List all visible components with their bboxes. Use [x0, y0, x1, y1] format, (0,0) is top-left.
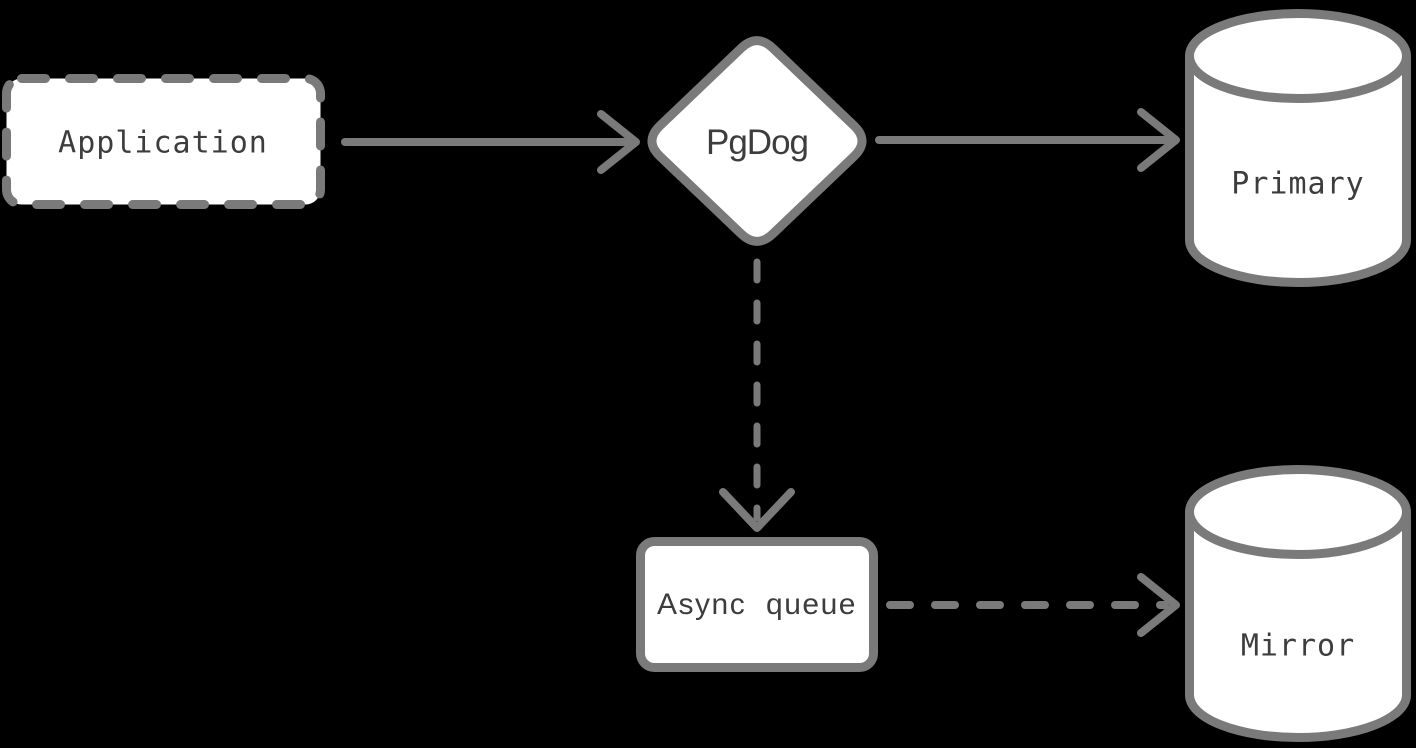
- arrowhead-right-icon: [597, 110, 640, 174]
- edge-application-to-pgdog: [341, 110, 640, 174]
- primary-node-shape: [1185, 9, 1411, 287]
- edge-async-queue-to-mirror: [886, 573, 1180, 637]
- async-queue-node-shape: [636, 537, 878, 672]
- edge-pgdog-to-primary: [875, 108, 1180, 172]
- application-node-label: Application: [58, 125, 268, 161]
- application-node-shape: [2, 74, 325, 209]
- cylinder-top: [1185, 465, 1411, 559]
- mirror-node-label: Mirror: [1240, 628, 1356, 664]
- edge-pgdog-to-async-queue: [719, 258, 795, 532]
- cylinder-body: [1185, 512, 1411, 742]
- async-queue-node-label: Async queue: [657, 588, 857, 621]
- mirror-node-shape: [1185, 465, 1411, 742]
- arrowhead-right-icon: [1137, 108, 1180, 172]
- cylinder-top: [1185, 9, 1411, 103]
- pgdog-node-label: PgDog: [705, 123, 809, 162]
- arrowhead-right-icon: [1137, 573, 1180, 637]
- cylinder-body: [1185, 56, 1411, 287]
- pgdog-node-shape: [647, 36, 867, 246]
- primary-node-label: Primary: [1231, 166, 1365, 202]
- arrowhead-down-icon: [719, 488, 795, 532]
